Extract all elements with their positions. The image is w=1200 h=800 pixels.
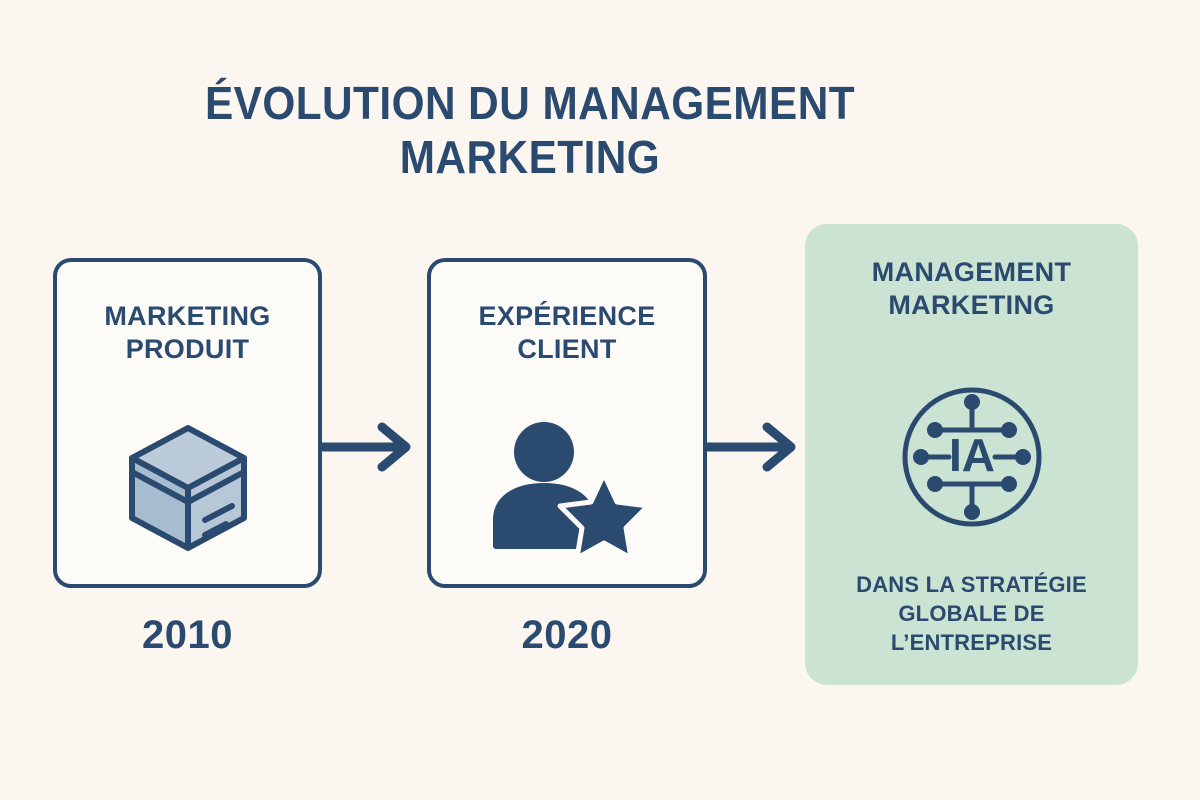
highlight-panel-caption: DANS LA STRATÉGIE GLOBALE DE L’ENTREPRIS…: [856, 571, 1087, 655]
arrow-right-icon: [317, 419, 416, 475]
page-title: ÉVOLUTION DU MANAGEMENT MARKETING: [204, 77, 856, 184]
stage-year-label: 2020: [521, 613, 613, 657]
highlight-panel-title: MANAGEMENT MARKETING: [871, 257, 1072, 321]
stage-card-marketing-produit: MARKETING PRODUIT: [53, 258, 322, 588]
stage-year-label: 2010: [142, 613, 233, 657]
stage-card-title: MARKETING PRODUIT: [104, 301, 271, 365]
highlight-panel-management-marketing: MANAGEMENT MARKETING: [805, 224, 1138, 685]
stage-card-title: EXPÉRIENCE CLIENT: [478, 301, 656, 365]
stage-card-experience-client: EXPÉRIENCE CLIENT: [427, 258, 707, 588]
arrow-right-icon: [702, 419, 801, 475]
ai-network-icon: IA: [805, 382, 1138, 532]
box-icon: [57, 406, 318, 556]
ai-icon-label: IA: [949, 429, 995, 481]
customer-star-icon: [431, 406, 703, 556]
